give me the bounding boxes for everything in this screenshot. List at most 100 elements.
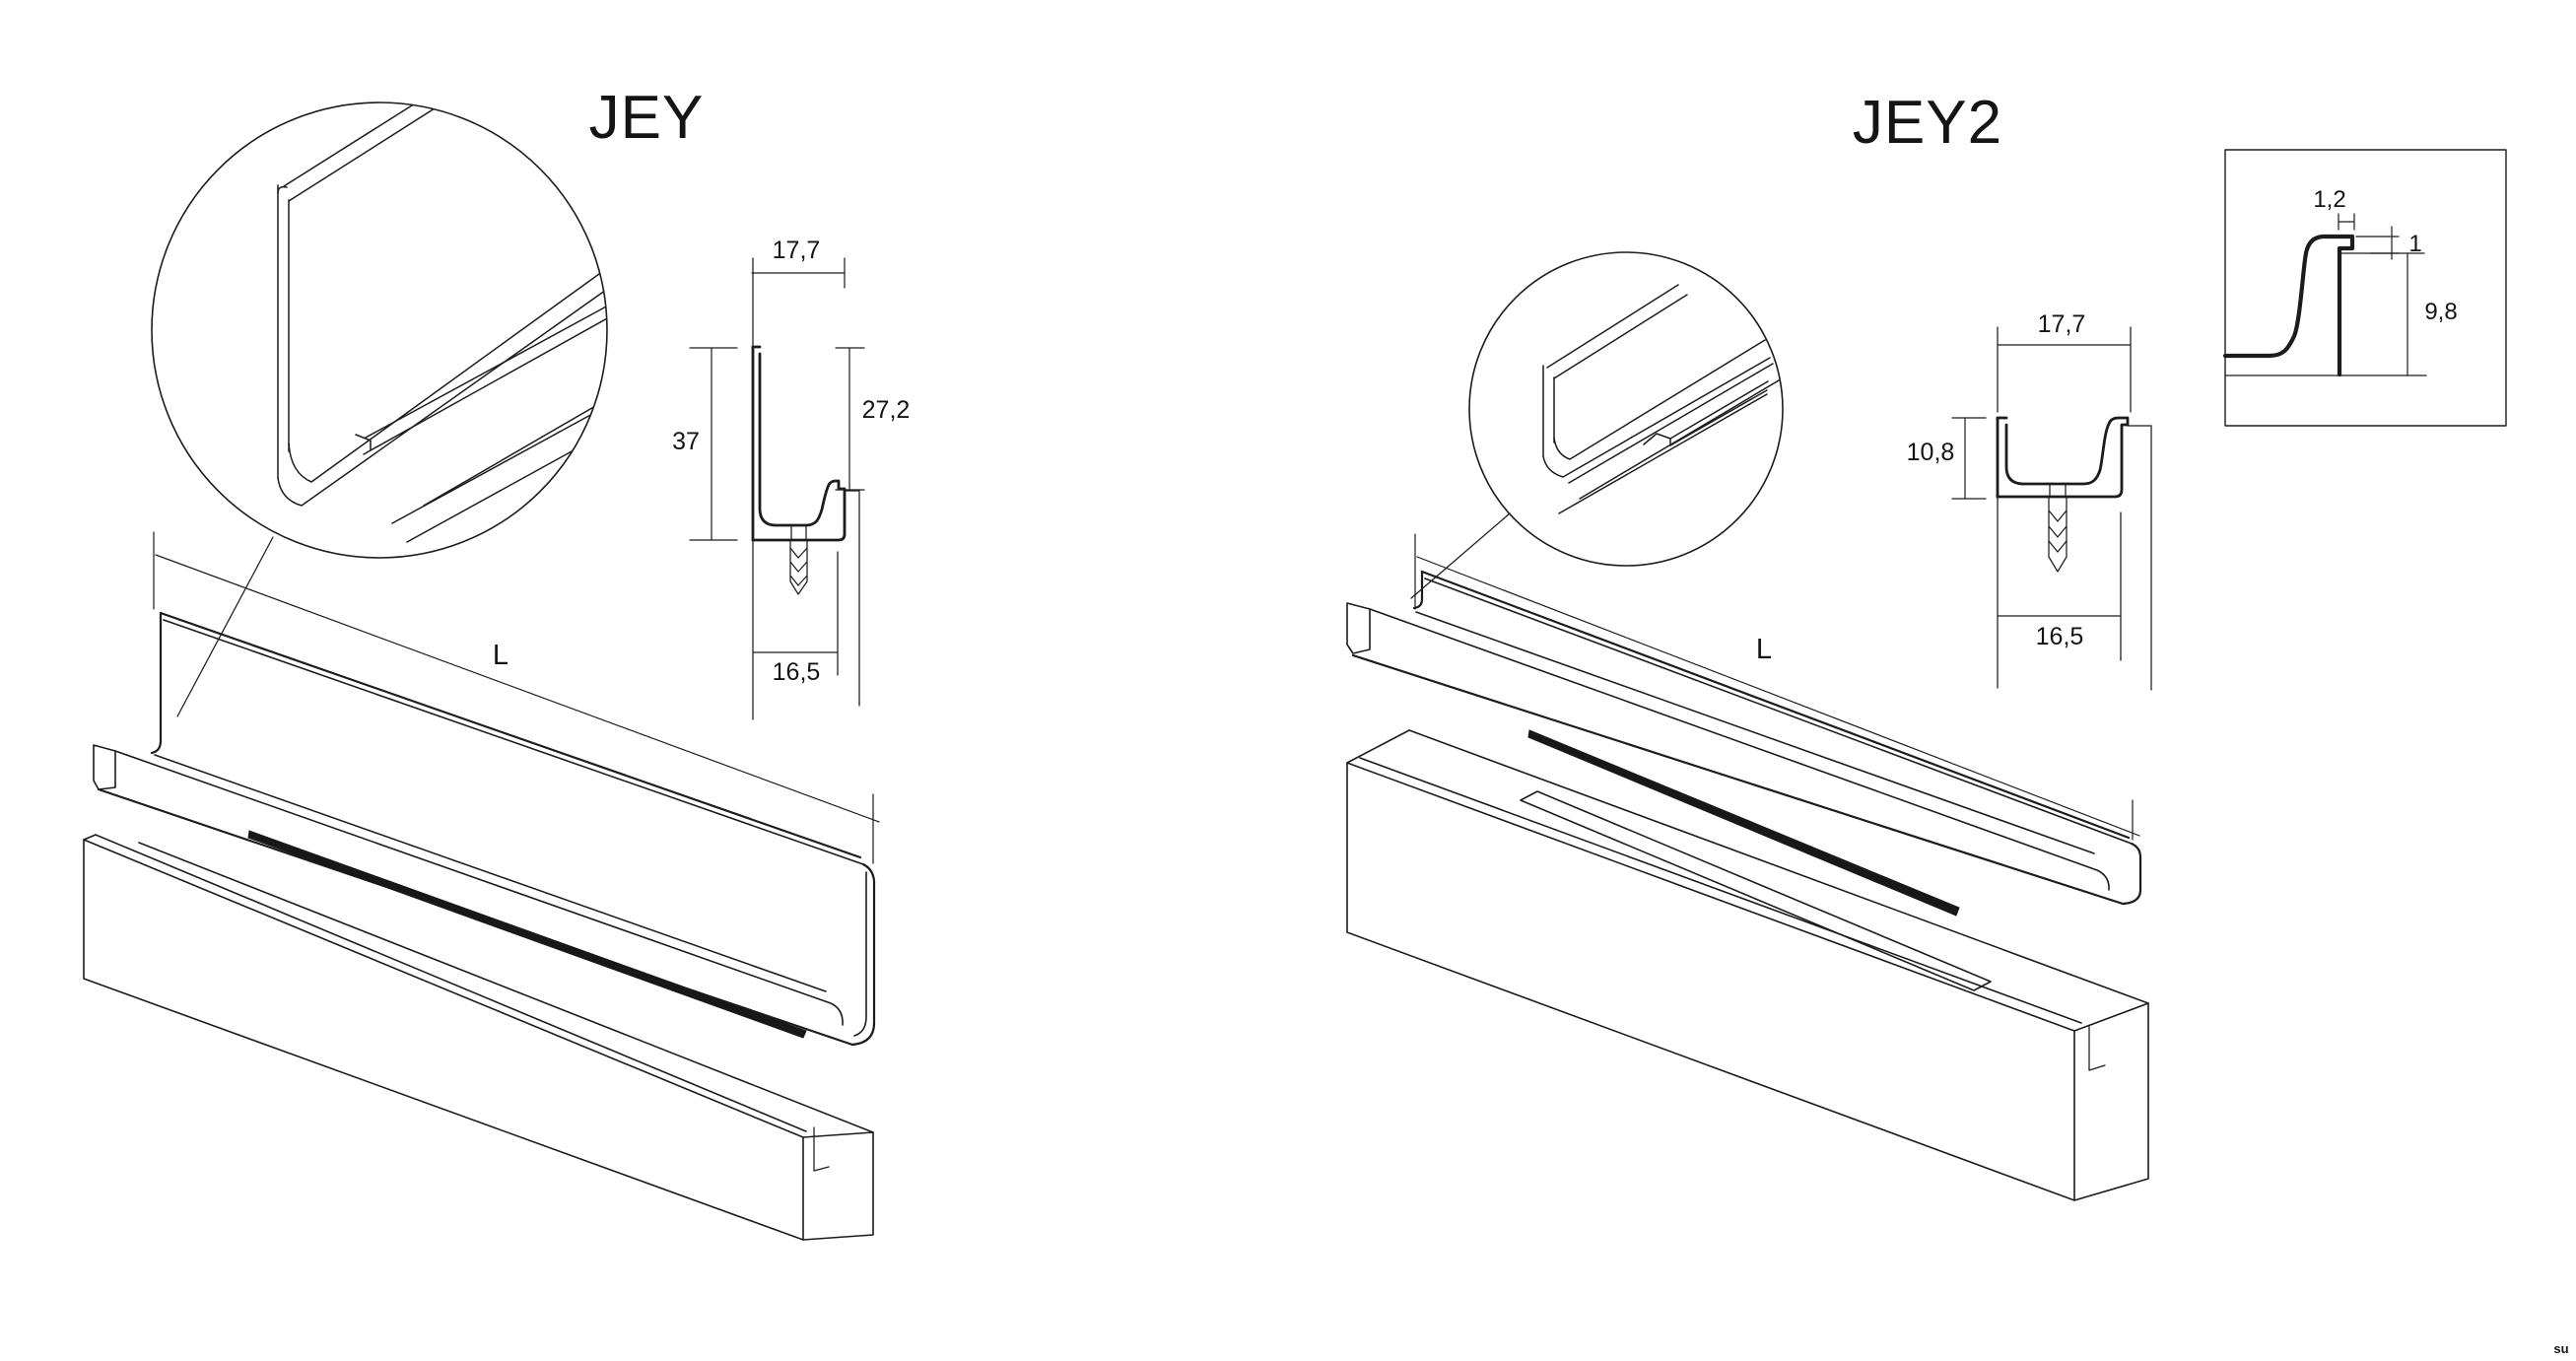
jey2-lip-detail-box: 9,8 1 1,2 xyxy=(2222,149,2507,427)
jey2-dim-back-height: 10,8 xyxy=(1907,439,1955,466)
jey-detail-line xyxy=(288,102,446,202)
jey2-detail-lip-step xyxy=(1643,433,1671,446)
jey-detail-line xyxy=(277,185,288,194)
jey-xsec-plug-body xyxy=(789,539,808,595)
jey2-profile-top-edge xyxy=(1420,570,2131,840)
jey-profile-left-edge xyxy=(150,611,163,755)
jey2-detail-line xyxy=(1669,389,1768,446)
jey-length-dimension: L xyxy=(153,531,880,864)
jey-profile-lip-end-cap xyxy=(93,744,116,790)
jey-dim-front-height: 27,2 xyxy=(862,396,911,424)
jey2-detail-line xyxy=(1546,284,1679,369)
jey-detail-circle xyxy=(151,102,608,717)
jey-profile-finger-slot xyxy=(247,830,807,1039)
jey2-profile-finger-slot xyxy=(1527,729,1960,917)
jey2-door-end-notch xyxy=(2088,1025,2106,1071)
jey-length-label: L xyxy=(493,640,508,671)
jey2-dim-back-height-line xyxy=(1951,417,1987,500)
jey-xsec-plug xyxy=(789,525,808,595)
jey-detail-line xyxy=(288,265,607,483)
jey-profile-lip-top-edge xyxy=(114,750,844,1026)
jey-dim-back-height-line xyxy=(689,347,738,541)
jey2-length-dimension: L xyxy=(1414,533,2140,841)
jey-detail-line xyxy=(365,305,607,439)
jey-door-end-face xyxy=(802,1131,874,1241)
jey-profile-top-edge xyxy=(159,611,862,859)
jey2-detail-circle xyxy=(1410,251,1784,599)
jey-detail-line xyxy=(277,287,607,507)
jey-detail-line xyxy=(423,397,607,507)
jey2-profile-lip-top-edge xyxy=(1369,608,2110,891)
jey-profile-end-cap xyxy=(850,862,876,1047)
jey2-detail-rebate-depth: 9,8 xyxy=(2424,299,2457,325)
jey2-detail-lip-width-line xyxy=(2338,213,2355,231)
jey2-isometric: L xyxy=(1346,533,2149,1201)
jey-profile-top-edge-inner xyxy=(163,619,864,865)
jey-xsec-plug-neck xyxy=(790,525,807,541)
jey2-detail-leader-line xyxy=(1410,512,1511,599)
jey2-detail-line xyxy=(1568,363,1774,484)
jey-drawing: JEY xyxy=(83,84,910,1241)
jey2-detail-line xyxy=(1669,380,1769,440)
jey2-xsec-plug-neck xyxy=(2049,483,2067,498)
jey2-door-front-face xyxy=(1346,762,2075,1201)
jey2-dim-groove-width: 16,5 xyxy=(2036,623,2084,650)
jey-xsec-door-front xyxy=(844,490,860,707)
jey2-detail-line xyxy=(1553,339,1766,460)
jey2-detail-step-line xyxy=(2355,226,2400,260)
jey2-profile-bottom-edge xyxy=(1351,653,2125,906)
jey-detail-lip-step xyxy=(355,434,372,455)
jey-detail-line xyxy=(406,434,603,543)
jey-door-strip-top-edge xyxy=(95,834,807,1132)
jey2-drawing: JEY2 xyxy=(1346,89,2507,1201)
jey2-xsec-plug xyxy=(2048,483,2068,573)
jey-detail-circle-outline xyxy=(151,102,608,559)
jey2-detail-line xyxy=(1558,393,1768,514)
jey-dim-top-width: 17,7 xyxy=(773,237,821,264)
jey2-door-top-corner xyxy=(1346,729,1410,764)
jey2-cross-section: 17,7 10,8 16,5 xyxy=(1907,310,2152,691)
jey2-profile-top-edge-inner xyxy=(1424,578,2133,845)
jey2-detail-line xyxy=(1553,294,1688,379)
jey2-dim-top-width: 17,7 xyxy=(2038,310,2086,338)
jey-detail-line xyxy=(283,102,432,187)
jey-detail-leader-line xyxy=(176,536,274,717)
jey-door-top-corner xyxy=(83,834,97,841)
jey2-detail-box-profile xyxy=(2222,234,2355,377)
jey2-profile-end-cap xyxy=(2121,842,2142,906)
jey-door-rebate-edge xyxy=(138,842,874,1133)
jey2-door-end-face xyxy=(2073,1002,2149,1201)
jey2-detail-lip-step: 1 xyxy=(2408,231,2421,257)
jey2-door-strip-top-edge xyxy=(1359,757,2082,1024)
jey2-length-dim-line xyxy=(1416,556,2140,837)
jey2-profile-base-edge xyxy=(1415,611,2095,854)
jey-detail-line xyxy=(391,412,595,524)
jey2-length-label: L xyxy=(1756,634,1772,665)
jey2-door-back-edge xyxy=(1408,729,2149,1004)
watermark-text: su xyxy=(2553,1341,2568,1356)
jey-xsec-plug-barbs xyxy=(789,547,808,586)
jey2-xsec-plug-barbs xyxy=(2048,510,2068,553)
jey2-xsec-plug-body xyxy=(2048,496,2068,573)
jey-profile-base-edge xyxy=(154,754,827,992)
jey-profile-end-cap-inner xyxy=(853,871,867,1037)
jey-xsec-dimensions: 17,7 37 27,2 16,5 xyxy=(672,237,910,686)
jey-detail-line xyxy=(370,316,607,451)
jey2-door-milled-slot xyxy=(1520,790,1992,991)
jey-title: JEY xyxy=(589,84,705,152)
jey2-xsec-profile-channel xyxy=(1996,416,2130,499)
jey-cross-section: 17,7 37 27,2 16,5 xyxy=(672,237,910,720)
jey-dim-width-line xyxy=(751,257,846,289)
jey-door-end-notch xyxy=(813,1126,830,1172)
jey-dim-front-height-line xyxy=(835,347,865,491)
jey2-detail-circle-outline xyxy=(1468,251,1784,567)
jey2-title: JEY2 xyxy=(1853,89,2002,157)
jey2-detail-lip-width: 1,2 xyxy=(2313,186,2345,213)
jey-dim-groove-width: 16,5 xyxy=(773,658,821,686)
jey-xsec-profile-channel xyxy=(751,352,847,542)
jey2-xsec-door-front xyxy=(2127,425,2152,691)
jey2-xsec-dimensions: 17,7 10,8 16,5 xyxy=(1907,310,2132,650)
jey-dim-back-height: 37 xyxy=(672,428,700,455)
jey-isometric: L xyxy=(83,531,880,1241)
